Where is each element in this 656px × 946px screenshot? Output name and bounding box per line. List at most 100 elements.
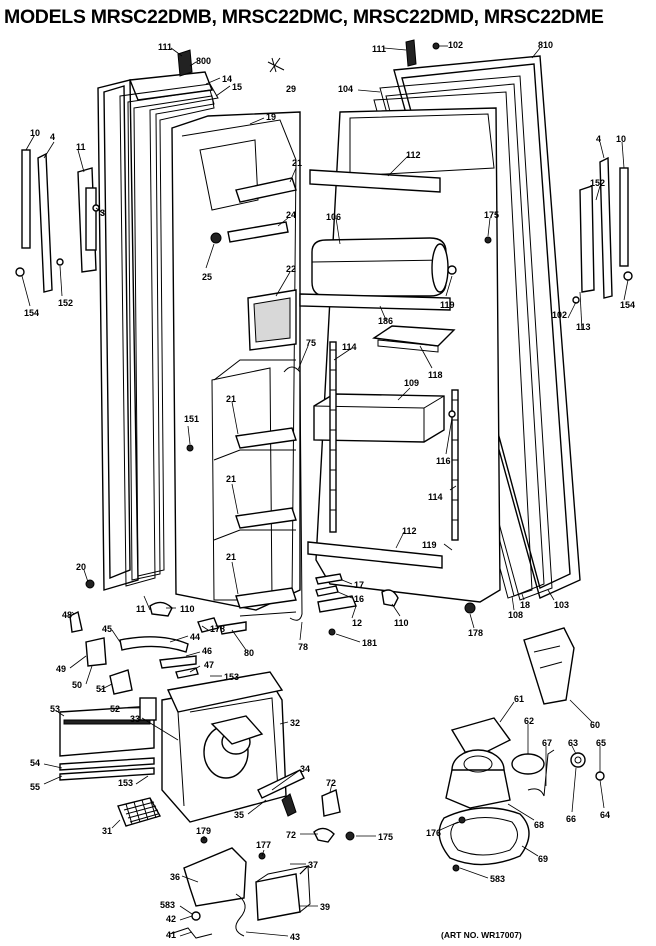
callout-72-upper: 72 [326, 778, 336, 788]
callout-113: 113 [576, 322, 591, 332]
freezer-door-gasket [119, 83, 219, 587]
callout-21-top: 21 [292, 158, 302, 168]
callout-29: 29 [286, 84, 296, 94]
callout-34: 34 [300, 764, 310, 774]
callout-68: 68 [534, 820, 544, 830]
ice-dispenser-housing [161, 671, 287, 823]
callout-11-left: 11 [76, 142, 86, 152]
dairy-compartment [311, 237, 449, 297]
drip-tray-grille [117, 797, 162, 827]
egg-tray [372, 325, 456, 353]
door-hinge-cover-top-right [405, 39, 417, 67]
callout-152-right: 152 [590, 178, 605, 188]
callout-47: 47 [204, 660, 214, 670]
callout-175-upper: 175 [484, 210, 499, 220]
callout-31: 31 [102, 826, 112, 836]
callout-66: 66 [566, 814, 576, 824]
shelf-rails-right [329, 341, 459, 541]
freezer-door-shelves [213, 177, 297, 609]
light-switch [139, 697, 157, 721]
callout-24: 24 [286, 210, 296, 220]
callout-49: 49 [56, 664, 66, 674]
callout-153-upper: 153 [224, 672, 239, 682]
callout-179: 179 [196, 826, 211, 836]
callout-54: 54 [30, 758, 40, 768]
callout-103: 103 [554, 600, 569, 610]
callout-46: 46 [202, 646, 212, 656]
callout-78: 78 [298, 642, 308, 652]
ice-chute-door [247, 289, 297, 351]
callout-178-left: 178 [210, 624, 225, 634]
callout-800: 800 [196, 56, 211, 66]
callout-51: 51 [96, 684, 106, 694]
callout-75: 75 [306, 338, 316, 348]
callout-44: 44 [190, 632, 200, 642]
callout-154-right: 154 [620, 300, 635, 310]
callout-181: 181 [362, 638, 377, 648]
motor-mount-bracket [523, 627, 575, 705]
door-bin [313, 393, 445, 443]
callout-35: 35 [234, 810, 244, 820]
callout-177: 177 [256, 840, 271, 850]
callout-52: 52 [110, 704, 120, 714]
callout-41: 41 [166, 930, 176, 940]
callout-4-left: 4 [50, 132, 55, 142]
diagram-title: MODELS MRSC22DMB, MRSC22DMC, MRSC22DMD, … [4, 6, 604, 28]
dispenser-trim [59, 757, 155, 781]
callout-65: 65 [596, 738, 606, 748]
callout-10-right: 10 [616, 134, 626, 144]
callout-50: 50 [72, 680, 82, 690]
art-number: (ART NO. WR17007) [441, 930, 522, 940]
callout-108: 108 [508, 610, 523, 620]
callout-53: 53 [50, 704, 60, 714]
callout-69: 69 [538, 854, 548, 864]
callout-4-right: 4 [596, 134, 601, 144]
callout-810: 810 [538, 40, 553, 50]
callout-3: 3 [100, 208, 105, 218]
callout-153-lower: 153 [118, 778, 133, 788]
callout-60: 60 [590, 720, 600, 730]
callout-43: 43 [290, 932, 300, 942]
callout-64: 64 [600, 810, 610, 820]
fresh-food-door-handle [572, 156, 633, 304]
callout-112-top: 112 [406, 150, 421, 160]
callout-72-lower: 72 [286, 830, 296, 840]
callout-37: 37 [308, 860, 318, 870]
callout-36: 36 [170, 872, 180, 882]
callout-14: 14 [222, 74, 232, 84]
callout-55: 55 [30, 782, 40, 792]
callout-10-left: 10 [30, 128, 40, 138]
callout-102-top: 102 [448, 40, 463, 50]
callout-11-lower: 11 [136, 604, 146, 614]
callout-583-left: 583 [160, 900, 175, 910]
gasket-disc [511, 753, 545, 775]
callout-116: 116 [436, 456, 451, 466]
callout-175-lower: 175 [378, 832, 393, 842]
callout-21-lower: 21 [226, 552, 236, 562]
callout-12: 12 [352, 618, 362, 628]
motor-small-parts [452, 749, 605, 872]
callout-61: 61 [514, 694, 524, 704]
callout-583-right: 583 [490, 874, 505, 884]
door-hinge-cover-top-left [177, 49, 193, 77]
callout-109: 109 [404, 378, 419, 388]
callout-39: 39 [320, 902, 330, 912]
bracket-and-solenoid [169, 836, 311, 939]
callout-17: 17 [354, 580, 364, 590]
callout-110-left: 110 [180, 604, 195, 614]
callout-21-middle: 21 [226, 474, 236, 484]
callout-111-right: 111 [372, 44, 386, 54]
ice-bucket-rail [239, 366, 303, 621]
callout-151: 151 [184, 414, 199, 424]
callout-118: 118 [428, 370, 443, 380]
motor-mount-plate [438, 807, 530, 866]
callout-176: 176 [426, 828, 441, 838]
fresh-food-shelves [299, 169, 451, 569]
callout-19: 19 [266, 112, 276, 122]
callout-102-right: 102 [552, 310, 567, 320]
freezer-door-handle [15, 149, 100, 293]
callout-104: 104 [338, 84, 353, 94]
callout-154-left: 154 [24, 308, 39, 318]
callout-63: 63 [568, 738, 578, 748]
